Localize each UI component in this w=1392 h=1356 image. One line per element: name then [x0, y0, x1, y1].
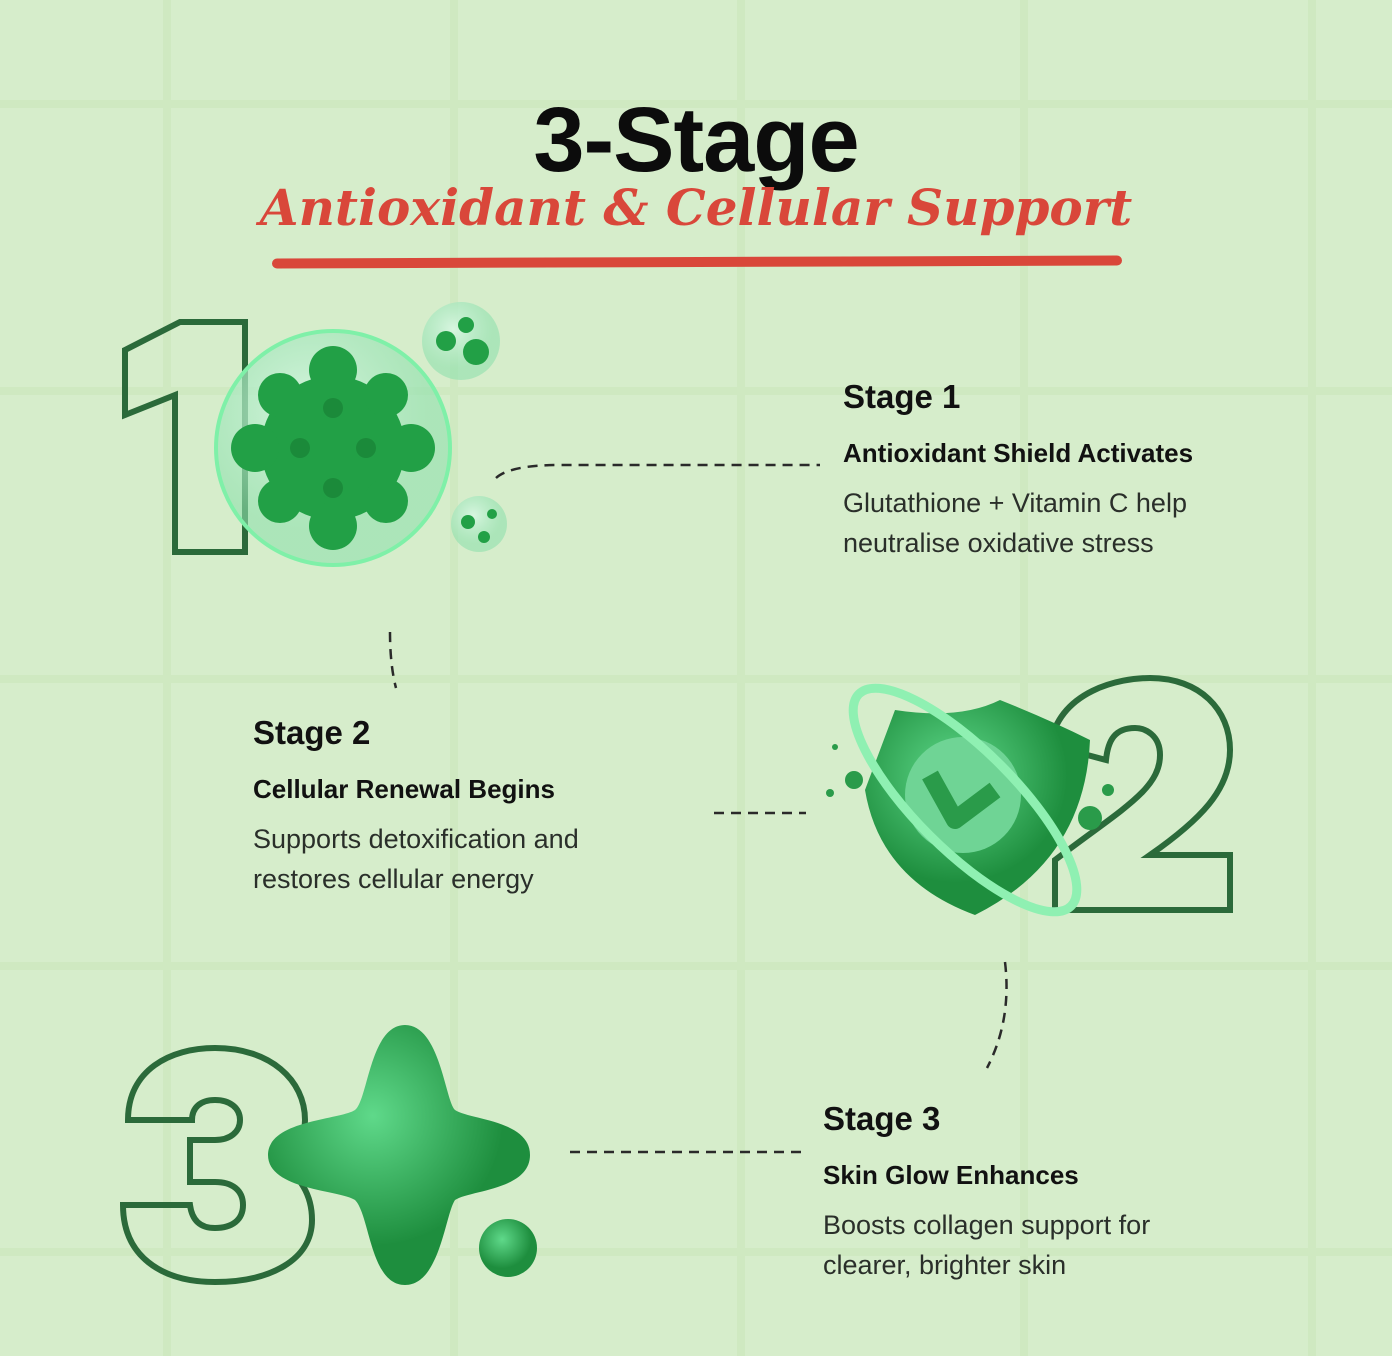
stage-3: Stage 3 Skin Glow Enhances Boosts collag…	[823, 1100, 1223, 1285]
connector-lines	[388, 463, 1008, 1154]
stage-1-label: Stage 1	[843, 378, 961, 415]
stage-3-heading: Skin Glow Enhances	[823, 1160, 1079, 1190]
stage-3-label: Stage 3	[823, 1100, 941, 1137]
shield-check-icon	[826, 683, 1114, 917]
stage-2: Stage 2 Cellular Renewal Begins Supports…	[253, 714, 653, 899]
stage-3-description: Boosts collagen support for clearer, bri…	[823, 1210, 1151, 1280]
number-2-outline	[1046, 674, 1234, 913]
stage-1-description: Glutathione + Vitamin C help neutralise …	[843, 488, 1187, 558]
stage-2-description: Supports detoxification and restores cel…	[253, 824, 579, 894]
page-subtitle: Antioxidant & Cellular Support	[259, 178, 1133, 237]
stage-2-heading: Cellular Renewal Begins	[253, 774, 555, 804]
stage-2-label: Stage 2	[253, 714, 371, 751]
page-title: 3-Stage	[533, 89, 859, 191]
number-3-outline	[119, 1044, 316, 1286]
stage-1: Stage 1 Antioxidant Shield Activates Glu…	[843, 378, 1263, 563]
molecule-icon	[214, 302, 507, 567]
stage-1-heading: Antioxidant Shield Activates	[843, 438, 1194, 468]
sparkle-icon	[268, 1025, 537, 1285]
number-1-outline	[122, 319, 248, 555]
